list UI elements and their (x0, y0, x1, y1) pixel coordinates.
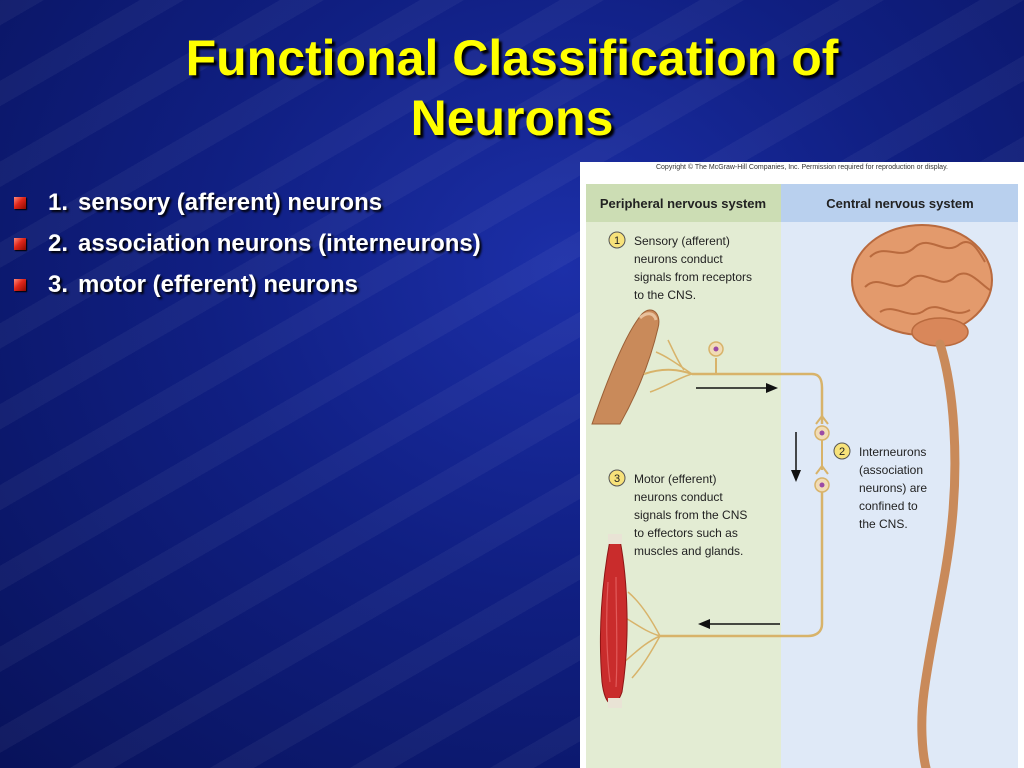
bullet-item: 3. motor (efferent) neurons (14, 268, 481, 309)
title-line-1: Functional Classification of (185, 30, 839, 86)
step-2-number: 2 (839, 446, 845, 458)
pns-header-label: Peripheral nervous system (600, 196, 766, 211)
interneurons (814, 414, 830, 493)
bullet-number: 1. (48, 189, 69, 216)
bullet-square-icon (14, 279, 26, 291)
motor-neuron (623, 492, 824, 679)
bullet-text: sensory (afferent) neurons (78, 189, 383, 216)
step-2-text: Interneurons (association neurons) are c… (859, 445, 930, 531)
pns-header (586, 184, 781, 222)
step-3-badge (608, 469, 626, 487)
step-2-badge (833, 442, 851, 460)
brain-icon (851, 224, 993, 347)
bullet-text: motor (efferent) neurons (78, 271, 359, 298)
spinal-cord-icon (917, 339, 960, 768)
finger-icon (591, 309, 660, 425)
muscle-icon (599, 534, 628, 708)
sensory-neuron (643, 339, 824, 424)
bullet-number: 2. (48, 230, 69, 257)
signal-arrows (696, 383, 801, 629)
bullet-square-icon (14, 238, 26, 250)
neuron-diagram: Peripheral nervous system Central nervou… (586, 184, 1018, 768)
bullet-text: association neurons (interneurons) (78, 230, 481, 257)
step-3-number: 3 (614, 473, 620, 485)
step-1-text: Sensory (afferent) neurons conduct signa… (634, 234, 755, 302)
bullet-item: 2. association neurons (interneurons) (14, 227, 481, 268)
step-3-text: Motor (efferent) neurons conduct signals… (634, 472, 751, 558)
title-line-2: Neurons (410, 90, 614, 146)
slide-title: Functional Classification of Neurons (0, 28, 1024, 148)
step-1-number: 1 (614, 235, 620, 247)
step-1-badge (608, 231, 626, 249)
figure-copyright: Copyright © The McGraw-Hill Companies, I… (655, 164, 948, 171)
bullet-list: 1. sensory (afferent) neurons 2. associati… (14, 186, 481, 309)
cns-header (781, 184, 1018, 222)
bullet-square-icon (14, 197, 26, 209)
bullet-item: 1. sensory (afferent) neurons (14, 186, 481, 227)
neuron-figure: Copyright © The McGraw-Hill Companies, I… (580, 162, 1024, 768)
bullet-number: 3. (48, 271, 69, 298)
cns-header-label: Central nervous system (826, 196, 973, 211)
